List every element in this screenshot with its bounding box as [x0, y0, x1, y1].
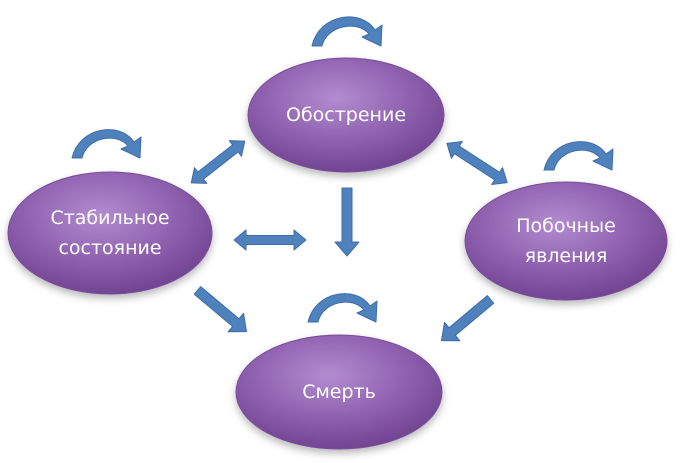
node-side-effects: [464, 181, 668, 301]
self-loop-arrow-exacerbation: [311, 16, 383, 47]
node-exacerbation: [247, 57, 445, 173]
arrow-exacerbation-death: [334, 187, 360, 257]
arrow-stable-death: [193, 286, 248, 333]
self-loop-arrow-death: [307, 293, 378, 323]
arrow-stable-exacerbation: [190, 140, 246, 184]
node-death: [235, 334, 443, 450]
arrow-stable-center: [233, 229, 307, 251]
node-stable-state: [7, 171, 213, 295]
arrow-side-effects-death: [440, 295, 495, 342]
transition-arrows: [190, 140, 508, 342]
self-loop-arrow-side-effects: [543, 141, 614, 171]
self-loop-arrow-stable-state: [71, 129, 142, 159]
arrow-exacerbation-side-effects: [446, 141, 508, 185]
